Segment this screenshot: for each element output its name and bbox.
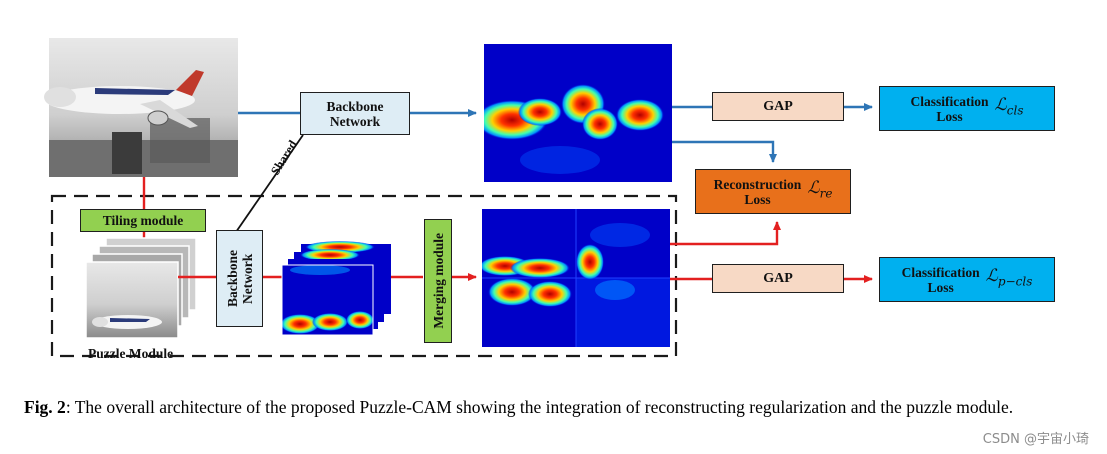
classification-loss-top: Classification Loss ℒcls: [879, 86, 1055, 131]
rec-math-base: ℒ: [807, 178, 820, 199]
cls-top-math-sub: cls: [1006, 103, 1024, 118]
puzzle-module-region: [50, 194, 678, 358]
tile-cams: [281, 241, 391, 336]
arrow-cam-to-reconstruction: [672, 140, 777, 163]
input-image: [44, 38, 238, 177]
rec-line1: Reconstruction: [713, 176, 802, 192]
caption-fig-label: Fig. 2: [24, 397, 66, 417]
gap-bottom: GAP: [712, 264, 844, 293]
backbone-top-line2: Network: [329, 113, 381, 129]
puzzle-module-label: Puzzle Module: [88, 346, 174, 361]
backbone-network-top: Backbone Network: [300, 92, 410, 135]
cls-bottom-math: ℒp−cls: [985, 266, 1033, 289]
cam-map-top: [484, 44, 672, 182]
cam-map-merged: [482, 209, 670, 347]
backbone-bottom-line1: Backbone: [224, 249, 240, 307]
cls-top-line2: Loss: [936, 108, 963, 124]
tiling-module: Tiling module: [80, 209, 206, 232]
watermark: CSDN @宇宙小琦: [982, 432, 1089, 447]
cls-top-math-base: ℒ: [994, 95, 1007, 116]
classification-loss-bottom: Classification Loss ℒp−cls: [879, 257, 1055, 302]
cls-bottom-line2: Loss: [927, 279, 954, 295]
figure-caption: Fig. 2: The overall architecture of the …: [24, 396, 1089, 419]
merging-module: Merging module: [424, 219, 452, 343]
gap-top: GAP: [712, 92, 844, 121]
arrow-cam-to-reconstruction-bottom: [670, 221, 781, 246]
cls-top-line1: Classification: [910, 93, 989, 109]
rec-line2: Loss: [744, 191, 771, 207]
backbone-top-line1: Backbone: [326, 98, 384, 114]
reconstruction-loss: Reconstruction Loss ℒre: [695, 169, 851, 214]
cls-bottom-math-sub: p−cls: [997, 274, 1033, 289]
backbone-bottom-line2: Network: [239, 253, 255, 304]
merging-module-label: Merging module: [430, 233, 446, 329]
tiled-images: [85, 237, 197, 339]
cls-bottom-line1: Classification: [901, 264, 980, 280]
cls-bottom-math-base: ℒ: [985, 266, 998, 287]
caption-text: : The overall architecture of the propos…: [65, 397, 1014, 417]
shared-weights-link: [235, 134, 304, 233]
backbone-network-bottom: Backbone Network: [216, 230, 263, 327]
rec-math: ℒre: [807, 178, 833, 201]
rec-math-sub: re: [819, 186, 833, 201]
diagram-canvas: [44, 38, 873, 358]
cls-top-math: ℒcls: [994, 95, 1024, 118]
